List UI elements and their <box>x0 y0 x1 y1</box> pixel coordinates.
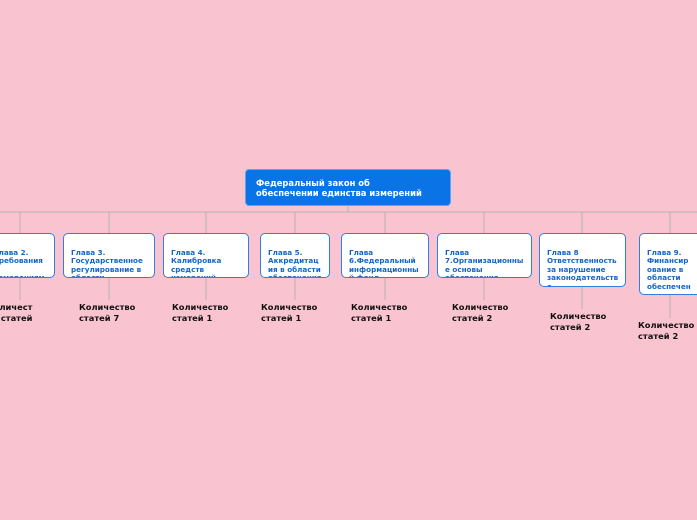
root-title: Федеральный закон об обеспечении единств… <box>256 178 422 198</box>
chapter-6-article-count[interactable]: Количество статей 1 <box>351 302 408 323</box>
chapter-2-title: Глава 2. Требования к измерениям <box>0 247 45 278</box>
chapter-3-node[interactable]: Глава 3. Государственное регулирование в… <box>63 233 155 278</box>
chapter-3-title: Глава 3. Государственное регулирование в… <box>71 247 143 278</box>
chapter-5-title: Глава 5. Аккредитац ия в области обеспеч… <box>268 247 322 278</box>
chapter-6-title: Глава 6.Федеральный информационны й фонд <box>349 247 419 278</box>
chapter-2-node[interactable]: Глава 2. Требования к измерениям <box>0 233 55 278</box>
chapter-7-title: Глава 7.Организационны е основы обеспече… <box>445 247 524 278</box>
chapter-7-article-count[interactable]: Количество статей 2 <box>452 302 509 323</box>
chapter-5-node[interactable]: Глава 5. Аккредитац ия в области обеспеч… <box>260 233 330 278</box>
chapter-8-node[interactable]: Глава 8 Ответственность за нарушение зак… <box>539 233 626 287</box>
chapter-8-title: Глава 8 Ответственность за нарушение зак… <box>547 247 619 287</box>
root-topic[interactable]: Федеральный закон об обеспечении единств… <box>245 169 451 206</box>
chapter-6-node[interactable]: Глава 6.Федеральный информационны й фонд <box>341 233 429 278</box>
chapter-4-article-count[interactable]: Количество статей 1 <box>172 302 229 323</box>
chapter-9-article-count[interactable]: Количество статей 2 <box>638 320 695 341</box>
chapter-5-article-count[interactable]: Количество статей 1 <box>261 302 318 323</box>
chapter-9-node[interactable]: Глава 9. Финансир ование в области обесп… <box>639 233 697 295</box>
chapter-4-title: Глава 4. Калибровка средств измерений <box>171 247 222 278</box>
chapter-4-node[interactable]: Глава 4. Калибровка средств измерений <box>163 233 249 278</box>
chapter-7-node[interactable]: Глава 7.Организационны е основы обеспече… <box>437 233 532 278</box>
chapter-9-title: Глава 9. Финансир ование в области обесп… <box>647 247 691 294</box>
chapter-8-article-count[interactable]: Количество статей 2 <box>550 311 607 332</box>
chapter-3-article-count[interactable]: Количество статей 7 <box>79 302 136 323</box>
chapter-2-article-count[interactable]: Количест во статей 6 <box>0 302 33 323</box>
